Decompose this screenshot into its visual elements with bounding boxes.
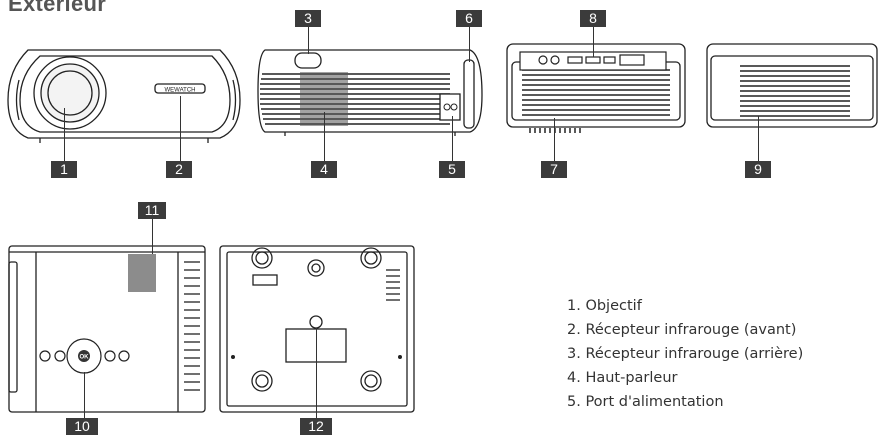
callout-2: 2 — [166, 161, 192, 178]
callout-6: 6 — [456, 10, 482, 27]
legend-item: 3. Récepteur infrarouge (arrière) — [567, 346, 804, 362]
leader-line-8 — [593, 27, 594, 57]
callout-5: 5 — [439, 161, 465, 178]
leader-line-11 — [152, 219, 153, 254]
legend-item: 1. Objectif — [567, 298, 642, 314]
leader-line-5 — [452, 116, 453, 161]
leader-line-4 — [324, 112, 325, 161]
callout-9: 9 — [745, 161, 771, 178]
legend-item: 2. Récepteur infrarouge (avant) — [567, 322, 797, 338]
leader-line-6 — [469, 27, 470, 62]
ok-label: OK — [80, 355, 90, 361]
legend-item: 4. Haut-parleur — [567, 370, 678, 386]
parts-legend: 1. Objectif 2. Récepteur infrarouge (ava… — [567, 294, 803, 414]
leader-line-12 — [316, 328, 317, 418]
brand-label: WEWATCH — [165, 88, 196, 94]
callout-1: 1 — [51, 161, 77, 178]
callout-8: 8 — [580, 10, 606, 27]
leader-line-2 — [180, 96, 181, 161]
callout-11: 11 — [138, 202, 166, 219]
callout-10: 10 — [66, 418, 98, 435]
callout-7: 7 — [541, 161, 567, 178]
leader-line-7 — [554, 118, 555, 161]
section-heading: Extérieur — [8, 0, 107, 16]
leader-line-10 — [84, 372, 85, 418]
leader-line-3 — [308, 27, 309, 54]
callout-3: 3 — [295, 10, 321, 27]
leader-line-1 — [64, 108, 65, 161]
legend-item: 5. Port d'alimentation — [567, 394, 724, 410]
callout-4: 4 — [311, 161, 337, 178]
callout-12: 12 — [300, 418, 332, 435]
leader-line-9 — [758, 116, 759, 161]
